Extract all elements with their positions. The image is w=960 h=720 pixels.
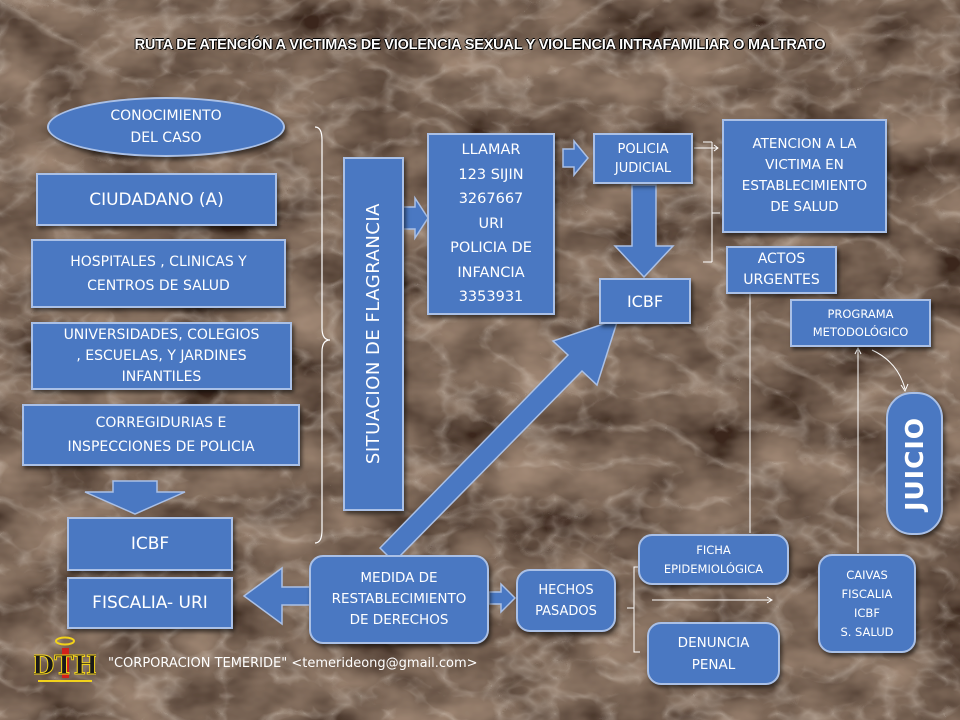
node-denuncia-label: DENUNCIA PENAL — [677, 634, 750, 673]
node-caivas: CAIVAS FISCALIA ICBF S. SALUD — [818, 554, 916, 653]
arrow-medida-fiscalia — [242, 566, 314, 626]
node-llamar: LLAMAR 123 SIJIN 3267667 URI POLICIA DE … — [427, 133, 555, 315]
arrowhead-juicio — [900, 383, 909, 393]
node-corregidurias-label: CORREGIDURIAS E INSPECCIONES DE POLICIA — [67, 415, 255, 455]
node-icbf-center: ICBF — [599, 278, 691, 324]
arrow-flagrancia-llamar — [402, 195, 429, 241]
arrow-medida-icbf — [378, 317, 620, 564]
node-fiscalia: FISCALIA- URI — [67, 577, 233, 629]
left-brace — [314, 126, 331, 544]
node-hospitales-label: HOSPITALES , CLINICAS Y CENTROS DE SALUD — [70, 253, 247, 294]
arrow-medida-hechos — [488, 582, 517, 614]
node-actos-label: ACTOS URGENTES — [743, 251, 820, 288]
node-hospitales: HOSPITALES , CLINICAS Y CENTROS DE SALUD — [31, 239, 286, 308]
hechos-bracket — [627, 566, 640, 653]
hechos-arrow — [652, 596, 773, 604]
arrowhead-programa — [854, 346, 862, 355]
arrow-llamar-policia — [562, 138, 589, 178]
node-medida: MEDIDA DE RESTABLECIMIENTO DE DERECHOS — [309, 555, 489, 644]
node-policia-judicial-label: POLICIA JUDICIAL — [614, 141, 672, 176]
arrow-programa-juicio — [871, 349, 906, 390]
node-icbf-left: ICBF — [67, 517, 233, 571]
page-title: RUTA DE ATENCIÓN A VICTIMAS DE VIOLENCIA… — [134, 37, 826, 53]
node-juicio: JUICIO — [886, 392, 943, 535]
node-corregidurias: CORREGIDURIAS E INSPECCIONES DE POLICIA — [22, 404, 300, 466]
node-flagrancia-label: SITUACION DE FLAGRANCIA — [363, 203, 384, 465]
node-ficha: FICHA EPIDEMIOLÓGICA — [638, 534, 789, 585]
arrow-policia-icbf — [613, 184, 675, 279]
node-universidades-label: UNIVERSIDADES, COLEGIOS , ESCUELAS, Y JA… — [63, 326, 260, 385]
node-ciudadano: CIUDADANO (A) — [36, 173, 277, 226]
node-ciudadano-label: CIUDADANO (A) — [89, 189, 224, 210]
node-flagrancia: SITUACION DE FLAGRANCIA — [343, 157, 404, 511]
node-conocimiento: CONOCIMIENTO DEL CASO — [47, 97, 285, 157]
node-conocimiento-label: CONOCIMIENTO DEL CASO — [110, 108, 222, 146]
node-medida-label: MEDIDA DE RESTABLECIMIENTO DE DERECHOS — [331, 570, 467, 628]
node-programa: PROGRAMA METODOLÓGICO — [790, 299, 931, 347]
node-fiscalia-label: FISCALIA- URI — [92, 593, 208, 613]
node-icbf-center-label: ICBF — [626, 291, 664, 311]
node-atencion: ATENCION A LA VICTIMA EN ESTABLECIMIENTO… — [722, 119, 887, 233]
node-policia-judicial: POLICIA JUDICIAL — [593, 133, 693, 184]
logo-text: DTH — [34, 651, 96, 681]
node-actos: ACTOS URGENTES — [726, 246, 837, 294]
node-hechos-label: HECHOS PASADOS — [535, 582, 597, 619]
node-programa-label: PROGRAMA METODOLÓGICO — [812, 307, 909, 339]
node-llamar-label: LLAMAR 123 SIJIN 3267667 URI POLICIA DE … — [450, 142, 532, 306]
node-icbf-left-label: ICBF — [130, 534, 170, 554]
node-denuncia: DENUNCIA PENAL — [647, 622, 780, 685]
node-ficha-label: FICHA EPIDEMIOLÓGICA — [663, 542, 764, 576]
footer-credit: "CORPORACION TEMERIDE" <temerideong@gmai… — [108, 656, 478, 671]
policia-bracket — [703, 141, 720, 263]
policia-small-arrow — [694, 144, 719, 152]
node-hechos: HECHOS PASADOS — [516, 569, 616, 632]
node-atencion-label: ATENCION A LA VICTIMA EN ESTABLECIMIENTO… — [741, 136, 868, 215]
temeride-logo: DTH — [34, 636, 96, 682]
arrow-down-left — [84, 480, 186, 515]
node-caivas-label: CAIVAS FISCALIA ICBF S. SALUD — [840, 567, 894, 639]
node-universidades: UNIVERSIDADES, COLEGIOS , ESCUELAS, Y JA… — [31, 322, 292, 390]
node-juicio-label: JUICIO — [900, 416, 929, 511]
